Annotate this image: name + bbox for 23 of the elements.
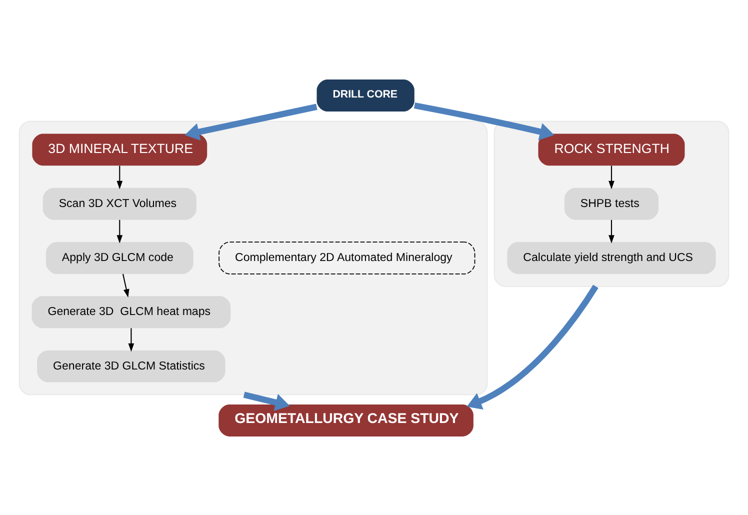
node-box: Apply 3D GLCM code bbox=[46, 242, 194, 274]
node-box: Calculate yield strength and UCS bbox=[507, 242, 716, 274]
arrow bbox=[122, 273, 130, 298]
arrow bbox=[116, 165, 123, 189]
node-box: GEOMETALLURGY CASE STUDY bbox=[218, 404, 474, 436]
arrow bbox=[608, 165, 614, 189]
arrow bbox=[184, 103, 318, 140]
cluster bbox=[494, 120, 730, 286]
node-box: 3D MINERAL TEXTURE bbox=[32, 133, 208, 166]
arrow bbox=[466, 284, 598, 410]
arrow bbox=[414, 102, 554, 140]
node-box: Generate 3D GLCM Statistics bbox=[37, 350, 226, 382]
node-box: Complementary 2D Automated Mineralogy bbox=[218, 241, 476, 274]
node-box: DRILL CORE bbox=[316, 79, 414, 111]
arrow bbox=[128, 328, 134, 352]
arrow bbox=[243, 391, 290, 411]
node-box: Generate 3D GLCM heat maps bbox=[32, 296, 231, 328]
node-box: ROCK STRENGTH bbox=[538, 133, 685, 166]
arrow bbox=[608, 219, 614, 243]
node-box: Scan 3D XCT Volumes bbox=[42, 187, 196, 220]
node-box: SHPB tests bbox=[564, 187, 659, 220]
cluster bbox=[18, 120, 488, 395]
arrow bbox=[116, 219, 123, 243]
